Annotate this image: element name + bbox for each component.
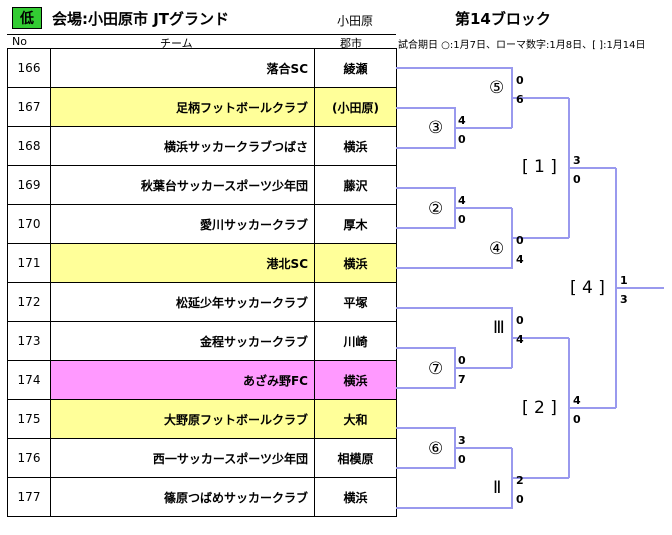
team-city: 横浜 <box>314 360 397 400</box>
col-header-no: No <box>12 35 27 48</box>
bracket-line-m7 <box>396 347 456 389</box>
match-label-m7: ⑦ <box>428 359 444 379</box>
level-badge: 低 <box>12 7 42 29</box>
team-name: 足柄フットボールクラブ <box>50 87 315 127</box>
match-label-m4: ④ <box>489 239 505 259</box>
bracket-line-m4 <box>396 208 513 269</box>
team-city: 横浜 <box>314 477 397 517</box>
bracket-line-r3 <box>396 307 513 368</box>
team-name: あざみ野FC <box>50 360 315 400</box>
team-name: 横浜サッカークラブつばさ <box>50 126 315 166</box>
match-label-b1: [ 1 ] <box>522 157 557 177</box>
team-no: 166 <box>7 48 51 88</box>
team-city: 川崎 <box>314 321 397 361</box>
match-label-m3: ③ <box>428 118 444 138</box>
team-no: 171 <box>7 243 51 283</box>
team-city: 綾瀬 <box>314 48 397 88</box>
score-b2-bottom: 0 <box>573 413 581 426</box>
team-no: 167 <box>7 87 51 127</box>
match-label-m5: ⑤ <box>489 78 505 98</box>
score-r3-top: 0 <box>516 314 524 327</box>
score-m3-top: 4 <box>458 114 466 127</box>
score-m7-top: 0 <box>458 354 466 367</box>
match-label-r2: Ⅱ <box>493 478 502 498</box>
team-name: 秋葉台サッカースポーツ少年団 <box>50 165 315 205</box>
team-city: 平塚 <box>314 282 397 322</box>
team-name: 落合SC <box>50 48 315 88</box>
venue-title: 会場:小田原市 JTグランド <box>52 10 230 28</box>
match-label-m6: ⑥ <box>428 439 444 459</box>
score-m6-bottom: 0 <box>458 453 466 466</box>
score-b2-top: 4 <box>573 394 581 407</box>
team-name: 西一サッカースポーツ少年団 <box>50 438 315 478</box>
team-name: 篠原つばめサッカークラブ <box>50 477 315 517</box>
score-m4-top: 0 <box>516 234 524 247</box>
score-b1-bottom: 0 <box>573 173 581 186</box>
score-m7-bottom: 7 <box>458 373 466 386</box>
team-city: 横浜 <box>314 243 397 283</box>
block-title: 第14ブロック <box>455 10 551 28</box>
score-b4-top: 1 <box>620 274 628 287</box>
match-label-r3: Ⅲ <box>493 318 505 338</box>
team-no: 169 <box>7 165 51 205</box>
bracket-line-m2 <box>396 187 456 229</box>
score-m6-top: 3 <box>458 434 466 447</box>
score-m5-top: 0 <box>516 74 524 87</box>
team-name: 大野原フットボールクラブ <box>50 399 315 439</box>
team-no: 174 <box>7 360 51 400</box>
team-city: 藤沢 <box>314 165 397 205</box>
match-label-b4: [ 4 ] <box>570 278 605 298</box>
team-city: 大和 <box>314 399 397 439</box>
score-m2-top: 4 <box>458 194 466 207</box>
team-name: 金程サッカークラブ <box>50 321 315 361</box>
score-r2-bottom: 0 <box>516 493 524 506</box>
team-name: 愛川サッカークラブ <box>50 204 315 244</box>
team-no: 172 <box>7 282 51 322</box>
match-label-m2: ② <box>428 199 444 219</box>
schedule-legend: 試合期日 ○:1月7日、ローマ数字:1月8日、[ ]:1月14日 <box>398 40 646 51</box>
score-b4-bottom: 3 <box>620 293 628 306</box>
team-name: 港北SC <box>50 243 315 283</box>
score-m2-bottom: 0 <box>458 213 466 226</box>
score-m3-bottom: 0 <box>458 133 466 146</box>
col-header-city: 郡市 <box>340 37 362 50</box>
score-m4-bottom: 4 <box>516 253 524 266</box>
match-label-b2: [ 2 ] <box>522 398 557 418</box>
header-rule-top <box>7 34 396 35</box>
col-header-team: チーム <box>160 37 193 50</box>
score-r3-bottom: 4 <box>516 333 524 346</box>
team-city: 相模原 <box>314 438 397 478</box>
team-no: 175 <box>7 399 51 439</box>
team-city: (小田原) <box>314 87 397 127</box>
score-b1-top: 3 <box>573 154 581 167</box>
score-m5-bottom: 6 <box>516 93 524 106</box>
score-r2-top: 2 <box>516 474 524 487</box>
bracket-line-r2 <box>396 448 513 509</box>
team-city: 横浜 <box>314 126 397 166</box>
team-city: 厚木 <box>314 204 397 244</box>
bracket-line-m6 <box>396 427 456 469</box>
bracket-line-m3 <box>396 107 456 149</box>
bracket-line-m5 <box>396 67 513 128</box>
host-city: 小田原 <box>337 14 374 28</box>
